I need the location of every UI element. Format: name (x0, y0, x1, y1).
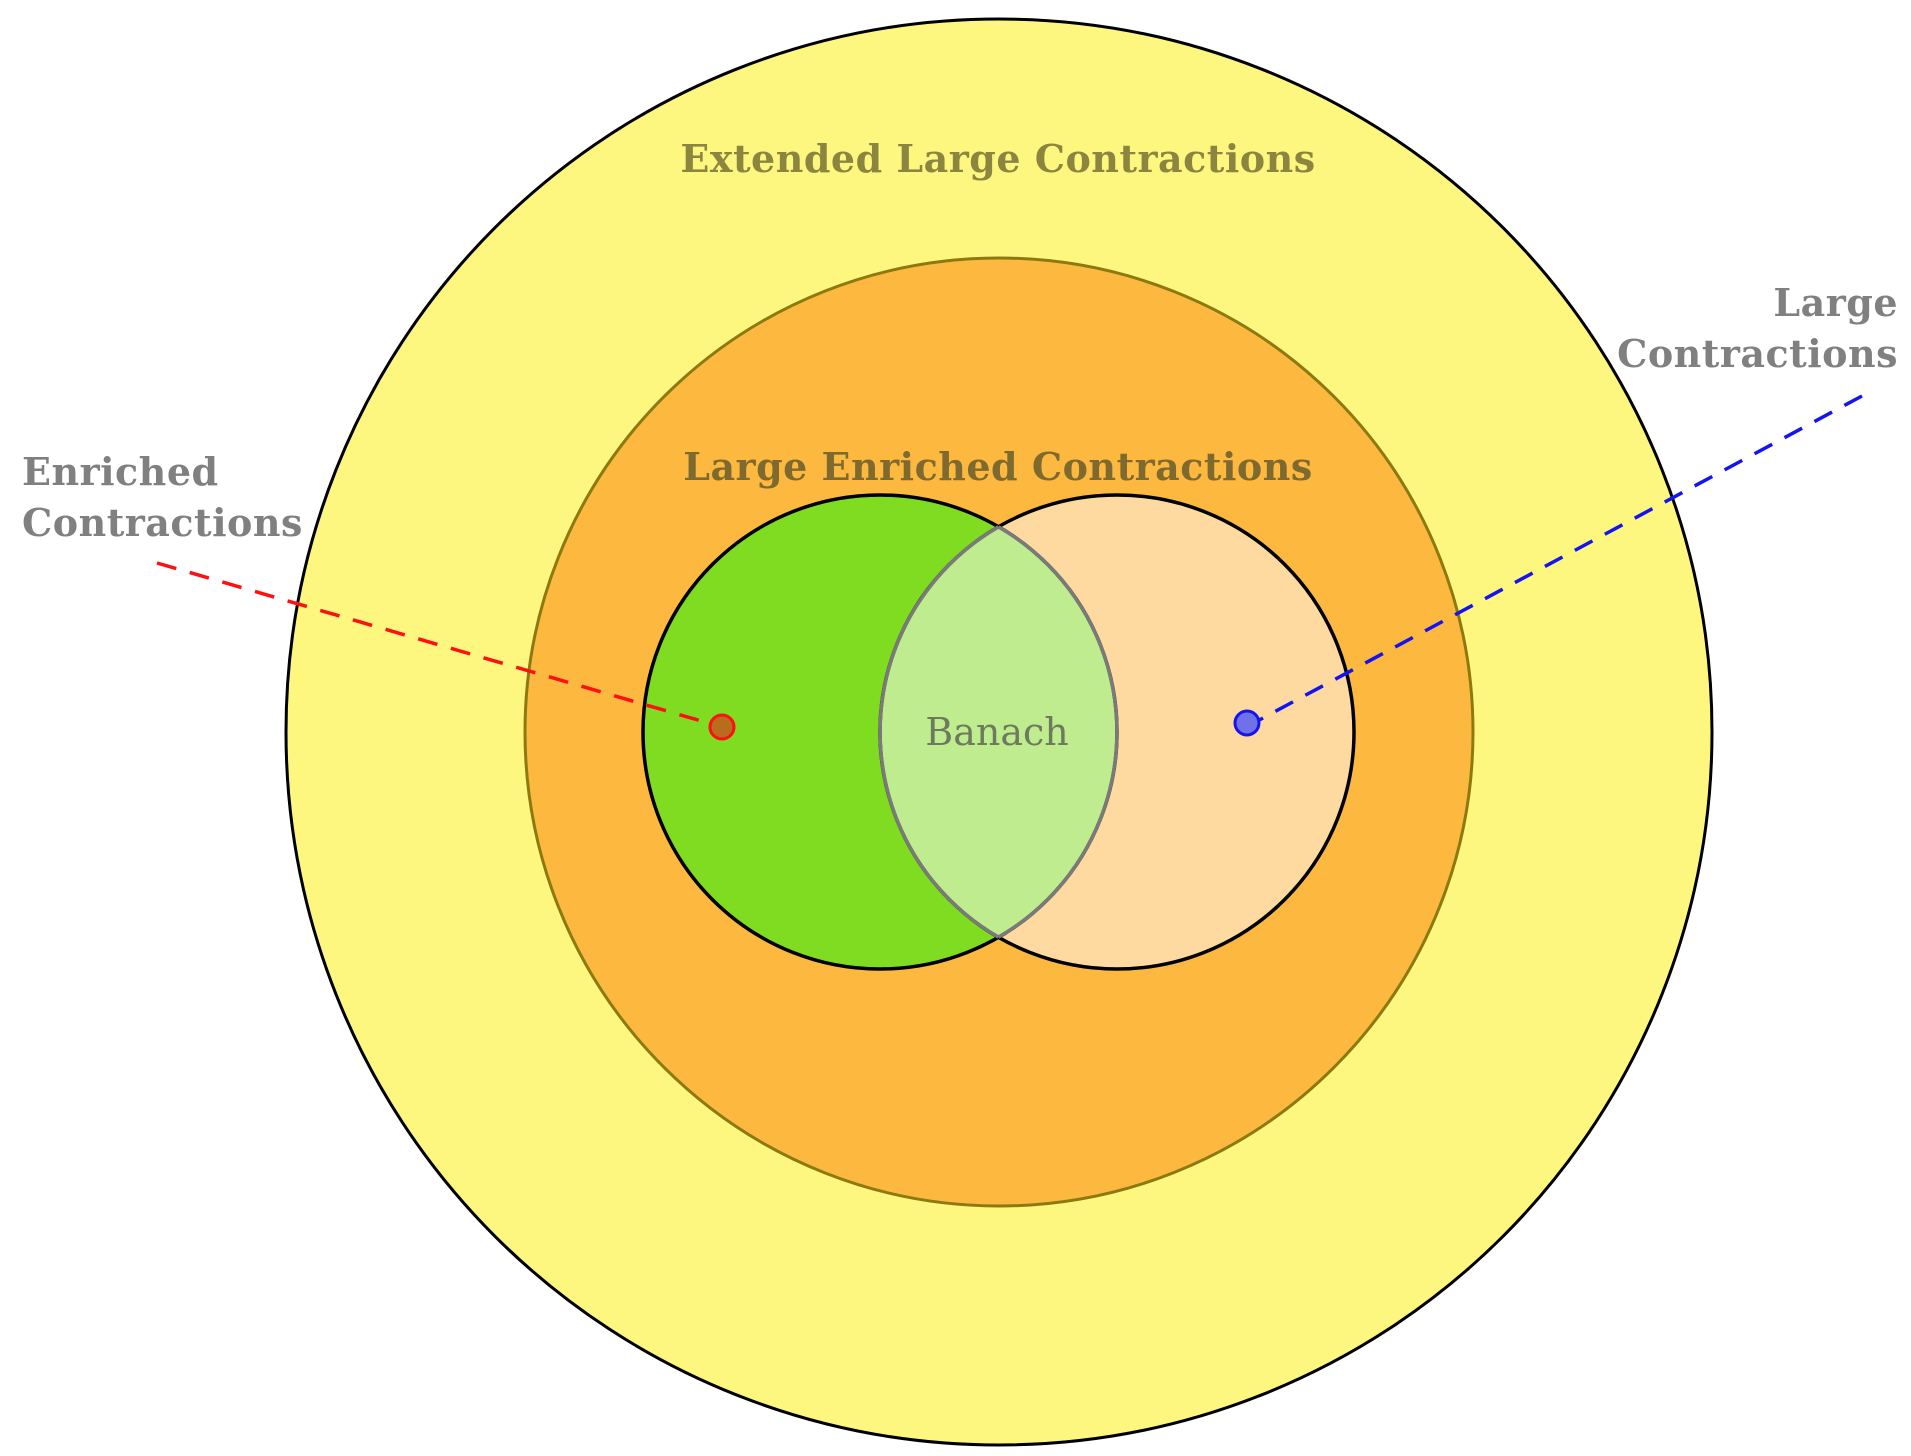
large-callout-label-line2: Contractions (1617, 331, 1898, 376)
banach-intersection-region (880, 495, 1117, 969)
enriched-callout-label-line2: Contractions (22, 500, 303, 545)
banach-label: Banach (925, 710, 1068, 754)
lens-left-arc (997, 525, 1119, 939)
enriched-callout-label-line1: Enriched (22, 449, 219, 494)
enriched-callout-line (156, 561, 723, 729)
lens-right-arc (878, 525, 1000, 939)
enriched-marker (708, 713, 736, 741)
large-callout-label-line1: Large (1773, 280, 1898, 325)
extended-large-contractions-label: Extended Large Contractions (680, 136, 1315, 181)
large-marker (1233, 709, 1261, 737)
large-enriched-contractions-label: Large Enriched Contractions (683, 444, 1313, 489)
large-callout-line (1249, 394, 1863, 727)
